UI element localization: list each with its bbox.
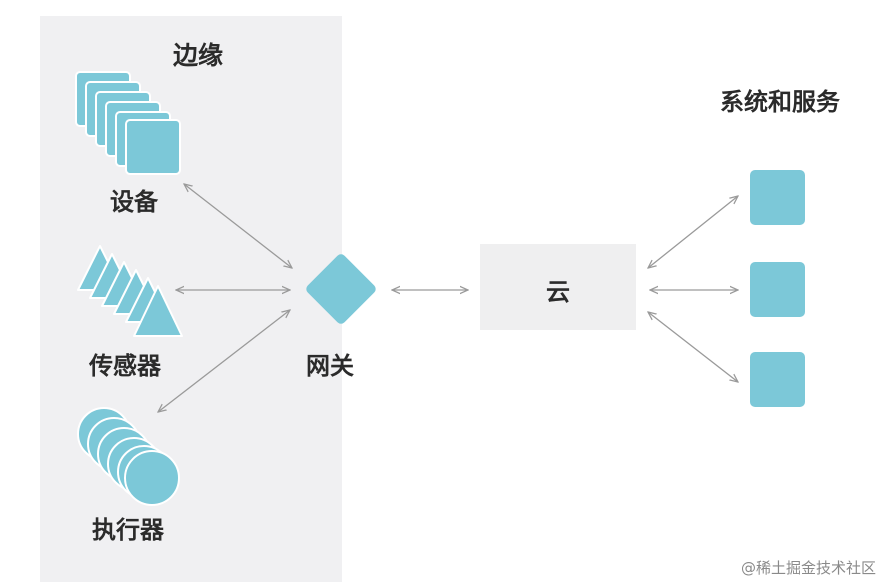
sensors-label: 传感器 [88, 352, 162, 380]
arrow-cloud-service-1 [648, 196, 738, 268]
cloud-label: 云 [546, 278, 570, 306]
arrow-actuators-gateway [158, 310, 290, 412]
arrow-cloud-service-3 [648, 312, 738, 382]
cloud-box [480, 244, 636, 330]
edge-title: 边缘 [173, 41, 223, 70]
services-title: 系统和服务 [720, 88, 841, 116]
gateway-label: 网关 [306, 352, 354, 380]
gateway-diamond-icon [306, 254, 376, 324]
arrow-devices-gateway [184, 184, 292, 268]
service-node-1 [750, 170, 805, 225]
watermark: @稀土掘金技术社区 [740, 559, 876, 577]
sensor-stack-icon [77, 245, 183, 337]
service-node-2 [750, 262, 805, 317]
service-nodes [750, 170, 805, 407]
device-stack-icon [75, 71, 181, 175]
service-node-3 [750, 352, 805, 407]
actuator-stack-icon [77, 407, 180, 506]
actuators-label: 执行器 [92, 516, 165, 544]
devices-label: 设备 [110, 188, 159, 216]
